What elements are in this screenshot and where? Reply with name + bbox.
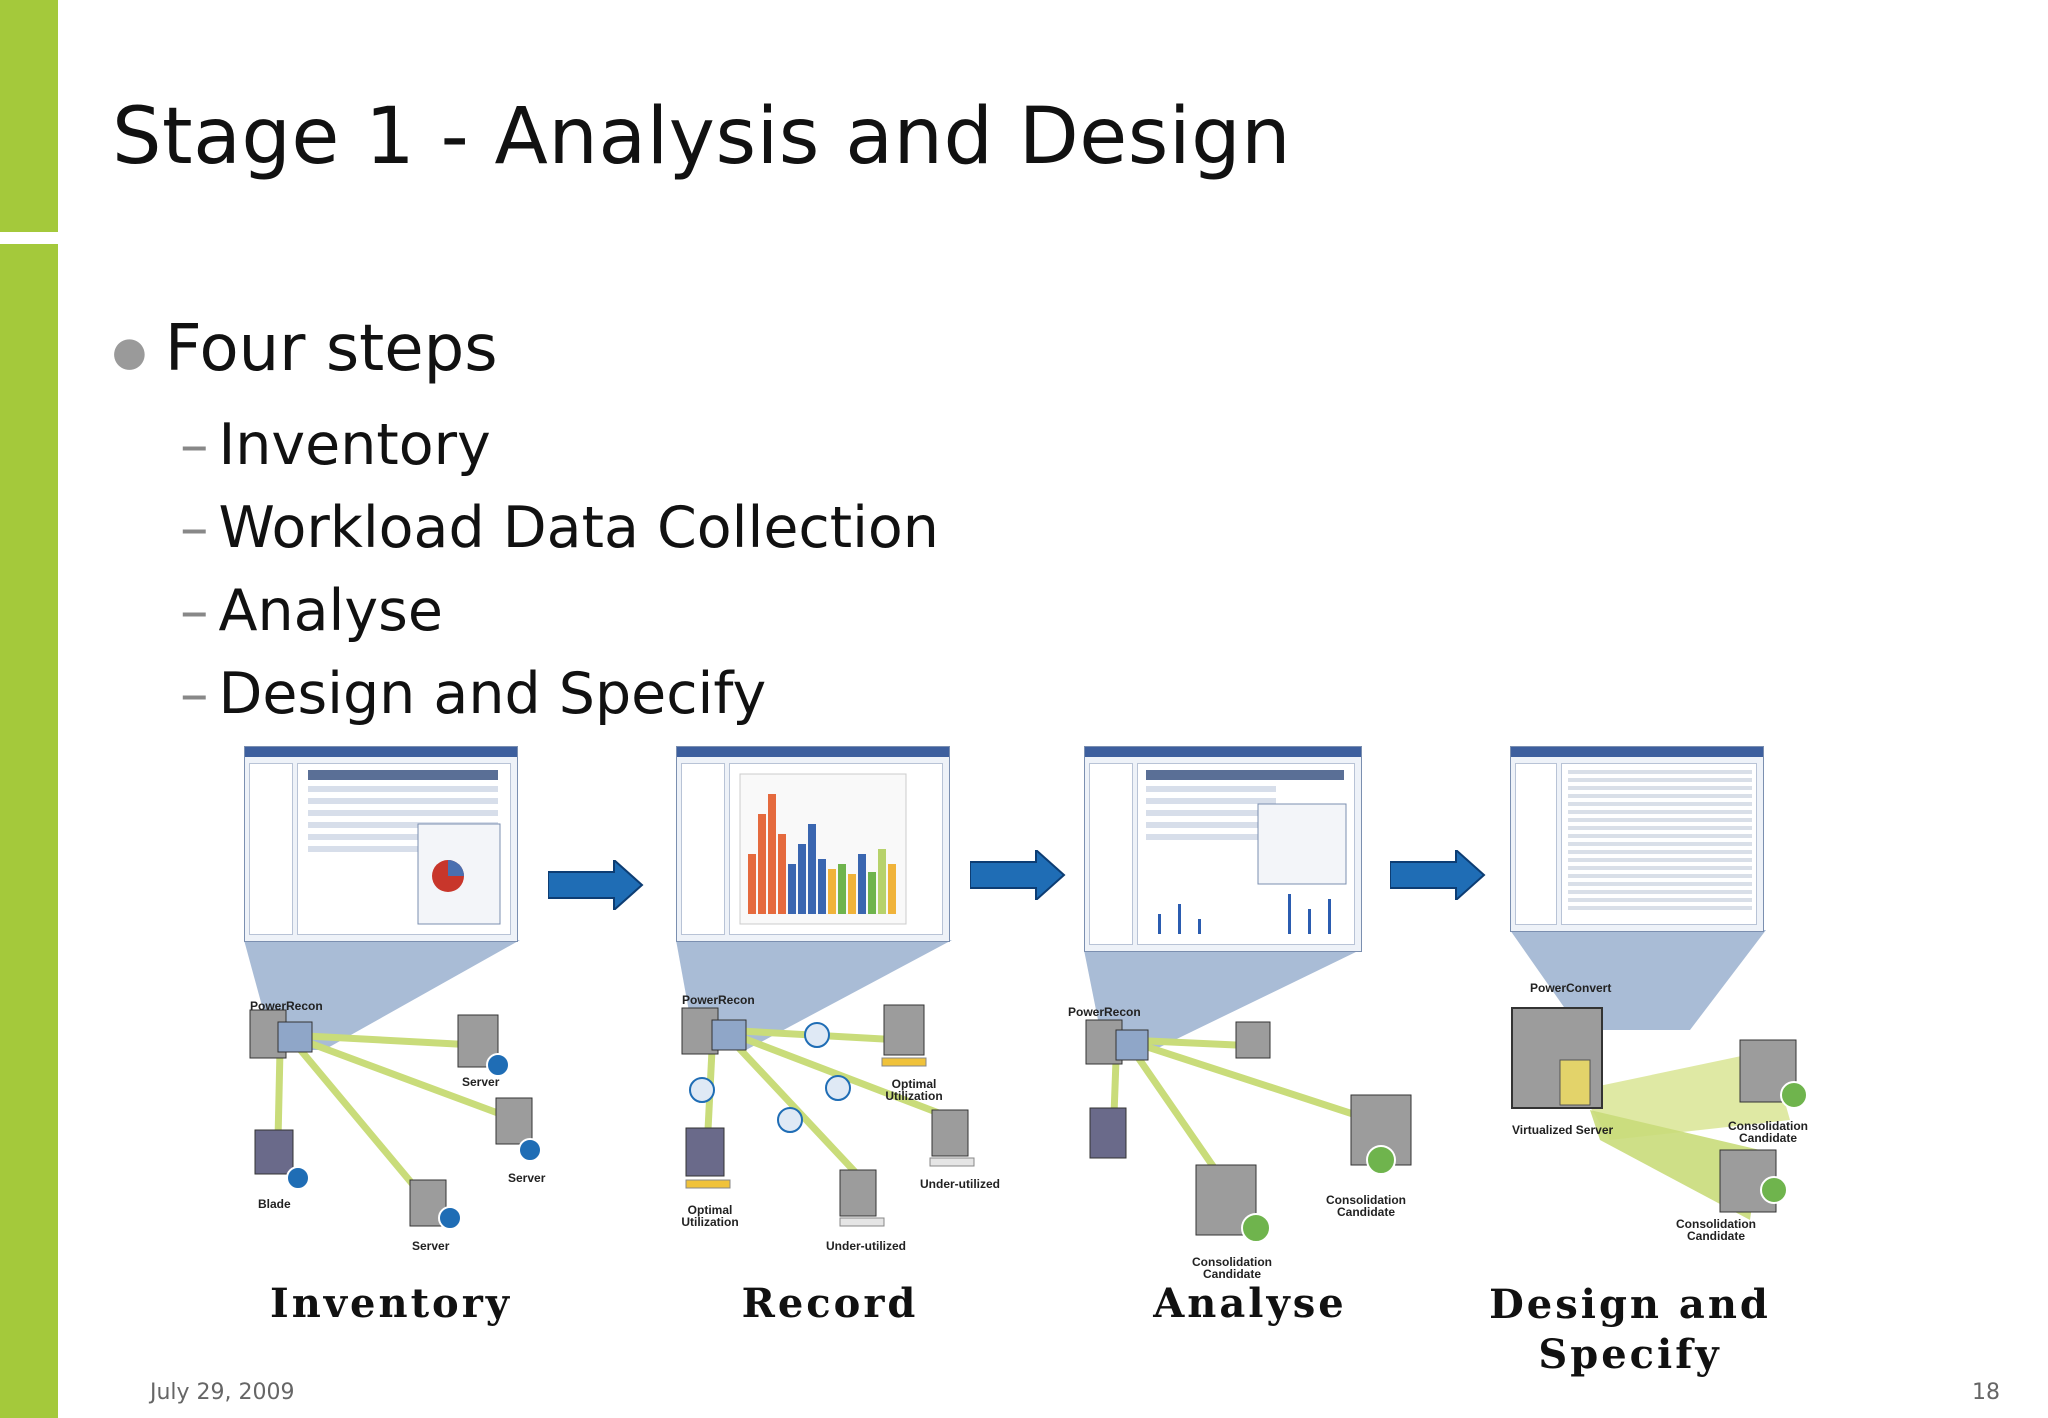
sub-item-workload: –Workload Data Collection [180, 495, 939, 561]
arrow-right-icon [970, 850, 1066, 900]
label-powerrecon-3: PowerRecon [1068, 1005, 1141, 1019]
slide-title: Stage 1 - Analysis and Design [112, 92, 1292, 182]
label-consolidation-candidate-b: Consolidation Candidate [1192, 1255, 1272, 1281]
bullet-four-steps: ● Four steps [112, 312, 498, 386]
design-list-graphic [1568, 770, 1752, 910]
label-server-c: Server [412, 1239, 450, 1253]
label-server-a: Server [462, 1075, 500, 1089]
screenshot-inventory [244, 746, 518, 942]
analyse-network-diagram [1085, 1019, 1412, 1243]
label-consolidation-candidate-a: Consolidation Candidate [1326, 1193, 1406, 1219]
label-optimal-utilization-b: Optimal Utilization [681, 1203, 739, 1229]
sub-item-text: Analyse [218, 578, 443, 644]
page-number: 18 [1972, 1380, 2000, 1405]
label-under-utilized-a: Under-utilized [920, 1177, 1000, 1191]
accent-bar-top [0, 0, 58, 232]
label-server-b: Server [508, 1171, 546, 1185]
arrow-right-icon [548, 860, 644, 910]
sub-item-text: Design and Specify [218, 661, 767, 727]
label-under-utilized-b: Under-utilized [826, 1239, 906, 1253]
label-consolidation-candidate-d: Consolidation Candidate [1676, 1217, 1756, 1243]
zoom-cone-1 [244, 940, 520, 1050]
label-blade: Blade [258, 1197, 291, 1211]
design-consolidation-diagram [1511, 1007, 1808, 1220]
record-stacked-chart-graphic [739, 773, 907, 925]
sub-item-text: Inventory [218, 412, 491, 478]
screenshot-record [676, 746, 950, 942]
sub-item-inventory: –Inventory [180, 412, 491, 478]
bullet-text: Four steps [164, 312, 498, 386]
zoom-cone-3 [1084, 950, 1360, 1050]
record-network-diagram [681, 1004, 975, 1227]
label-powerrecon-1: PowerRecon [250, 999, 323, 1013]
footer-date: July 29, 2009 [150, 1380, 295, 1405]
accent-bar-bottom [0, 244, 58, 1418]
bullet-dot-icon: ● [112, 329, 147, 376]
label-powerrecon-2: PowerRecon [682, 993, 755, 1007]
label-powerconvert: PowerConvert [1530, 981, 1612, 995]
inventory-table-graphic [308, 770, 501, 925]
caption-analyse: Analyse [1153, 1280, 1347, 1327]
label-optimal-utilization-a: Optimal Utilization [885, 1077, 943, 1103]
label-consolidation-candidate-c: Consolidation Candidate [1728, 1119, 1808, 1145]
arrow-right-icon [1390, 850, 1486, 900]
caption-record: Record [741, 1280, 919, 1327]
sub-item-text: Workload Data Collection [218, 495, 939, 561]
sub-item-design: –Design and Specify [180, 661, 767, 727]
caption-inventory: Inventory [270, 1280, 513, 1327]
inventory-network-diagram [249, 1009, 542, 1230]
caption-design-and-specify: Design and Specify [1489, 1281, 1771, 1378]
label-virtualized-server: Virtualized Server [1512, 1123, 1614, 1137]
screenshot-design [1510, 746, 1764, 932]
sub-item-analyse: –Analyse [180, 578, 443, 644]
screenshot-analyse [1084, 746, 1362, 952]
analyse-table-graphic [1146, 770, 1347, 934]
zoom-cone-4 [1510, 930, 1766, 1030]
